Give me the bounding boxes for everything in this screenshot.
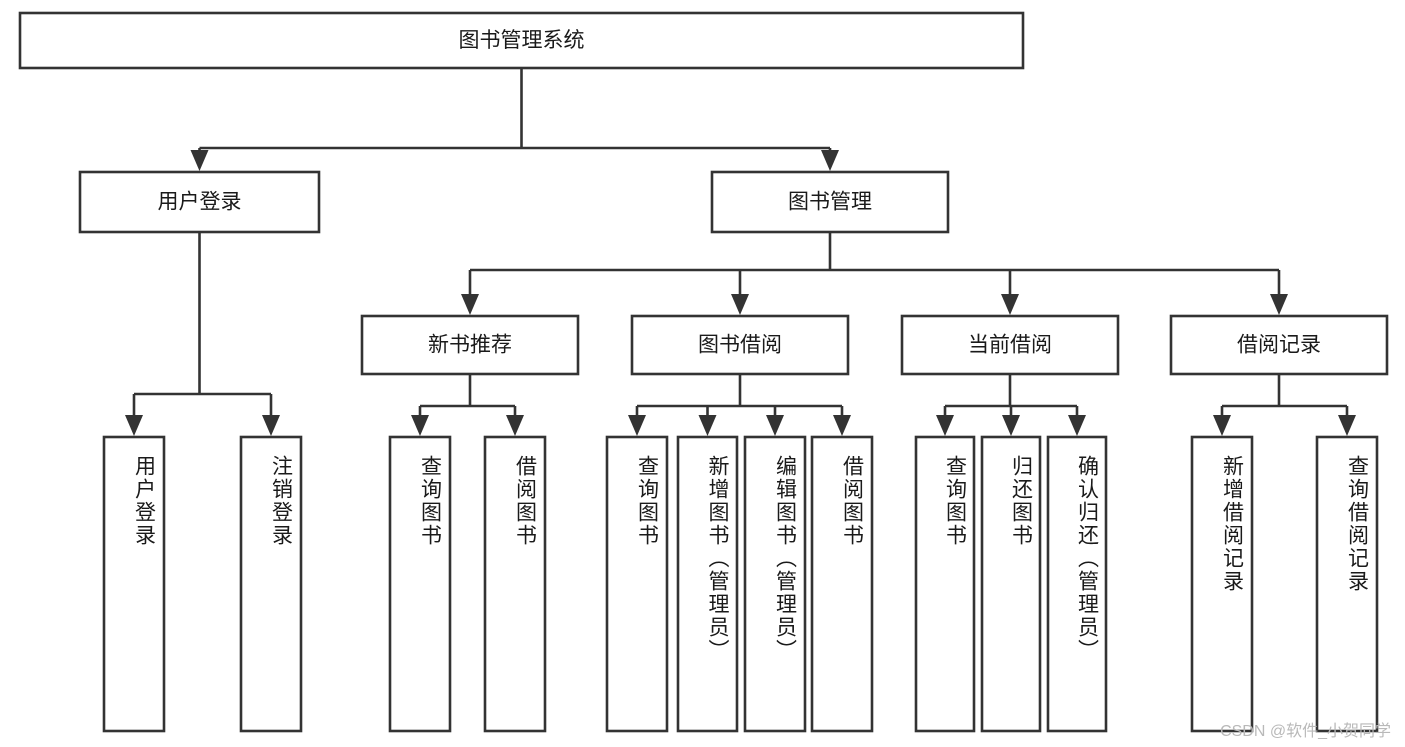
node-leaf_c_return[interactable]: 归还图书 [980, 435, 1042, 733]
node-l3_borrow[interactable]: 图书借阅 [630, 314, 850, 376]
node-l3_new[interactable]: 新书推荐 [360, 314, 580, 376]
arrow-head-leaf_new_query [411, 415, 429, 436]
node-l3_current[interactable]: 当前借阅 [900, 314, 1120, 376]
node-leaf_b_query[interactable]: 查询图书 [605, 435, 669, 733]
node-leaf_c_confirm[interactable]: 确认归还（管理员） [1046, 435, 1108, 733]
node-label-leaf_c_return: 归还图书 [1010, 455, 1034, 547]
node-leaf_c_query[interactable]: 查询图书 [914, 435, 976, 733]
node-label-leaf_user_login: 用户登录 [133, 455, 157, 547]
arrow-head-leaf_user_logout [262, 415, 280, 436]
node-box-l3_new [360, 314, 580, 376]
node-label-l2_user: 用户登录 [158, 191, 242, 214]
node-label-l3_new: 新书推荐 [428, 334, 512, 357]
node-label-leaf_c_confirm: 确认归还（管理员） [1076, 455, 1100, 662]
arrow-head-leaf_r_add [1213, 415, 1231, 436]
node-leaf_b_add[interactable]: 新增图书（管理员） [676, 435, 739, 733]
arrow-head-leaf_b_edit [766, 415, 784, 436]
arrow-head-l3_current [1001, 294, 1019, 315]
node-leaf_user_login[interactable]: 用户登录 [102, 435, 166, 733]
node-label-l3_record: 借阅记录 [1237, 334, 1321, 357]
node-leaf_new_borrow[interactable]: 借阅图书 [483, 435, 547, 733]
arrow-head-leaf_c_confirm [1068, 415, 1086, 436]
node-label-l3_borrow: 图书借阅 [698, 334, 782, 357]
node-label-leaf_user_logout: 注销登录 [270, 455, 294, 547]
node-label-l2_book: 图书管理 [788, 191, 872, 214]
arrow-head-leaf_b_borrow [833, 415, 851, 436]
arrow-head-leaf_r_query [1338, 415, 1356, 436]
node-box-l3_current [900, 314, 1120, 376]
node-box-leaf_b_query [605, 435, 669, 733]
node-box-leaf_c_return [980, 435, 1042, 733]
node-label-l3_current: 当前借阅 [968, 334, 1052, 357]
node-leaf_new_query[interactable]: 查询图书 [388, 435, 452, 733]
node-box-l2_user [78, 170, 321, 234]
arrow-head-l2_user [190, 150, 209, 171]
node-leaf_user_logout[interactable]: 注销登录 [239, 435, 303, 733]
node-box-leaf_r_query [1315, 435, 1379, 733]
node-l2_book[interactable]: 图书管理 [710, 170, 950, 234]
node-layer: 图书管理系统用户登录图书管理新书推荐图书借阅当前借阅借阅记录用户登录注销登录查询… [18, 11, 1389, 733]
node-box-leaf_new_borrow [483, 435, 547, 733]
arrow-head-l3_borrow [731, 294, 749, 315]
node-box-leaf_b_edit [743, 435, 807, 733]
watermark-label: CSDN @软件_小贺同学 [1220, 723, 1391, 740]
node-label-leaf_b_query: 查询图书 [636, 455, 660, 547]
node-box-leaf_c_query [914, 435, 976, 733]
arrow-head-l2_book [821, 150, 839, 171]
node-label-leaf_b_add: 新增图书（管理员） [706, 455, 730, 662]
arrow-head-leaf_new_borrow [506, 415, 524, 436]
node-l3_record[interactable]: 借阅记录 [1169, 314, 1389, 376]
node-box-leaf_user_login [102, 435, 166, 733]
node-leaf_r_add[interactable]: 新增借阅记录 [1190, 435, 1254, 733]
node-box-l2_book [710, 170, 950, 234]
node-label-leaf_new_borrow: 借阅图书 [514, 455, 538, 547]
node-box-leaf_new_query [388, 435, 452, 733]
node-root[interactable]: 图书管理系统 [18, 11, 1025, 70]
node-label-root: 图书管理系统 [459, 29, 585, 52]
node-l2_user[interactable]: 用户登录 [78, 170, 321, 234]
node-box-leaf_c_confirm [1046, 435, 1108, 733]
node-box-leaf_b_borrow [810, 435, 874, 733]
arrow-head-l3_new [461, 294, 479, 315]
arrow-head-leaf_user_login [125, 415, 143, 436]
node-leaf_b_edit[interactable]: 编辑图书（管理员） [743, 435, 807, 733]
node-box-l3_borrow [630, 314, 850, 376]
node-leaf_r_query[interactable]: 查询借阅记录 [1315, 435, 1379, 733]
arrow-head-l3_record [1270, 294, 1288, 315]
node-box-leaf_r_add [1190, 435, 1254, 733]
node-box-leaf_b_add [676, 435, 739, 733]
node-box-l3_record [1169, 314, 1389, 376]
arrow-head-leaf_b_add [698, 415, 717, 436]
node-label-leaf_new_query: 查询图书 [419, 455, 443, 547]
arrow-head-leaf_b_query [628, 415, 646, 436]
arrow-head-leaf_c_query [936, 415, 954, 436]
node-leaf_b_borrow[interactable]: 借阅图书 [810, 435, 874, 733]
connector-layer [125, 68, 1356, 436]
node-box-root [18, 11, 1025, 70]
node-label-leaf_b_borrow: 借阅图书 [841, 455, 865, 547]
node-label-leaf_r_query: 查询借阅记录 [1346, 455, 1370, 593]
node-label-leaf_b_edit: 编辑图书（管理员） [774, 455, 798, 662]
node-box-leaf_user_logout [239, 435, 303, 733]
node-label-leaf_c_query: 查询图书 [944, 455, 968, 547]
arrow-head-leaf_c_return [1002, 415, 1020, 436]
node-label-leaf_r_add: 新增借阅记录 [1221, 455, 1245, 593]
